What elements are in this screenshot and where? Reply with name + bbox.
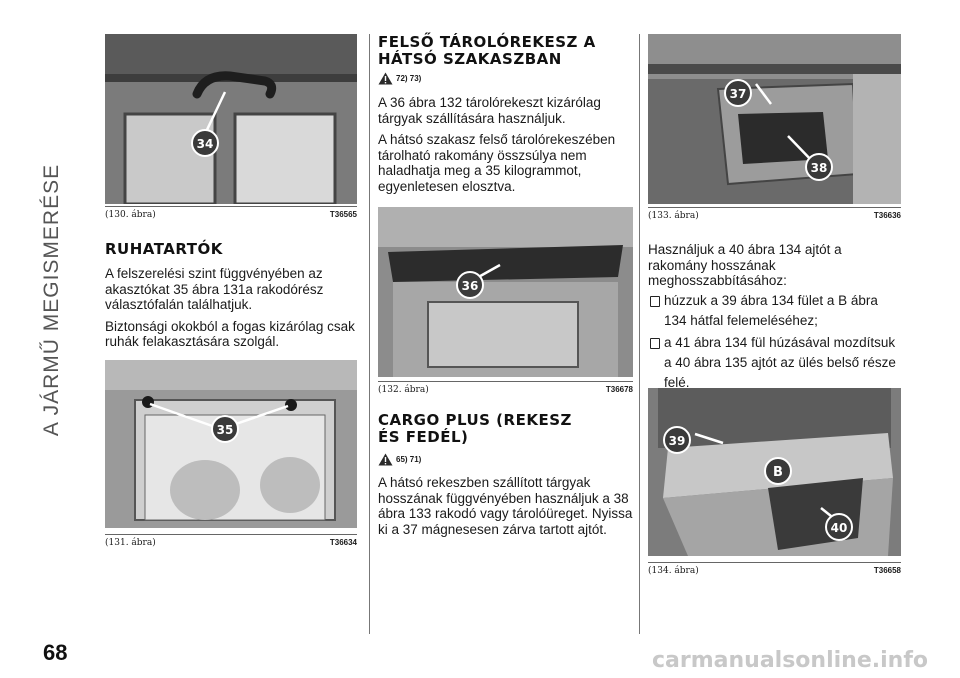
bullet-item: húzzuk a 39 ábra 134 fület a B ábra 134 … bbox=[648, 291, 901, 331]
warning-triangle-icon bbox=[378, 453, 393, 466]
callout-36-label: 36 bbox=[462, 279, 479, 293]
intro-paragraph: Használjuk a 40 ábra 134 ajtót a rakomán… bbox=[648, 242, 842, 288]
paragraph: A 36 ábra 132 tárolórekeszt kizárólag tá… bbox=[378, 95, 601, 126]
callout-35-badge: 35 bbox=[211, 415, 239, 443]
watermark: carmanualsonline.info bbox=[652, 648, 928, 673]
figure-130-image bbox=[105, 34, 357, 204]
callout-39-label: 39 bbox=[669, 434, 686, 448]
figure-code: T36636 bbox=[873, 211, 901, 220]
section-heading-felso: FELSŐ TÁROLÓREKESZ A HÁTSÓ SZAKASZBAN bbox=[378, 34, 633, 68]
figure-caption: (132. ábra) bbox=[378, 385, 429, 395]
heading-line: ÉS FEDÉL) bbox=[378, 428, 469, 446]
callout-40-label: 40 bbox=[831, 521, 848, 535]
callout-40-badge: 40 bbox=[825, 513, 853, 541]
callout-38-badge: 38 bbox=[805, 153, 833, 181]
section-body-felso: A 36 ábra 132 tárolórekeszt kizárólag tá… bbox=[378, 95, 633, 200]
figure-132-image bbox=[378, 207, 633, 377]
section-heading-ruhatartok: RUHATARTÓK bbox=[105, 240, 223, 258]
figure-caption: (131. ábra) bbox=[105, 538, 156, 548]
callout-b-badge: B bbox=[764, 457, 792, 485]
figure-133-image bbox=[648, 34, 901, 204]
figure-caption: (130. ábra) bbox=[105, 210, 156, 220]
warning-triangle-icon bbox=[378, 72, 393, 85]
callout-37-label: 37 bbox=[730, 87, 747, 101]
callout-38-label: 38 bbox=[811, 161, 828, 175]
figure-code: T36565 bbox=[329, 210, 357, 219]
checkbox-bullet-icon bbox=[650, 337, 660, 349]
heading-line: FELSŐ TÁROLÓREKESZ A bbox=[378, 33, 596, 51]
checkbox-bullet-icon bbox=[650, 295, 660, 307]
warning-reference: 72) 73) bbox=[378, 72, 421, 85]
figure-caption: (134. ábra) bbox=[648, 566, 699, 576]
figure-132-caption: (132. ábra) T36678 bbox=[378, 381, 633, 395]
warning-reference: 65) 71) bbox=[378, 453, 421, 466]
callout-34-badge: 34 bbox=[191, 129, 219, 157]
paragraph: A felszerelési szint függvényében az aka… bbox=[105, 266, 324, 312]
heading-line: CARGO PLUS (REKESZ bbox=[378, 411, 572, 429]
callout-37-badge: 37 bbox=[724, 79, 752, 107]
figure-130-caption: (130. ábra) T36565 bbox=[105, 206, 357, 220]
paragraph: Biztonsági okokból a fogas kizárólag csa… bbox=[105, 318, 355, 350]
section-body-cargo: A hátsó rekeszben szállított tárgyak hos… bbox=[378, 475, 633, 543]
figure-code: T36634 bbox=[329, 538, 357, 547]
bullet-item: a 41 ábra 134 fül húzásával mozdítsuk a … bbox=[648, 333, 901, 393]
figure-134-caption: (134. ábra) T36658 bbox=[648, 562, 901, 576]
paragraph: A hátsó rekeszben szállított tárgyak hos… bbox=[378, 475, 633, 537]
figure-caption: (133. ábra) bbox=[648, 211, 699, 221]
figure-131-image bbox=[105, 360, 357, 528]
paragraph: A hátsó szakasz felső tárolórekeszében t… bbox=[378, 132, 616, 194]
callout-35-label: 35 bbox=[217, 423, 234, 437]
figure-131-caption: (131. ábra) T36634 bbox=[105, 534, 357, 548]
figure-code: T36678 bbox=[605, 385, 633, 394]
section-body-ruhatartok: A felszerelési szint függvényében az aka… bbox=[105, 266, 357, 356]
figure-133-caption: (133. ábra) T36636 bbox=[648, 207, 901, 221]
column-divider bbox=[369, 34, 370, 634]
figure-code: T36658 bbox=[873, 566, 901, 575]
callout-b-label: B bbox=[773, 465, 783, 480]
heading-line: HÁTSÓ SZAKASZBAN bbox=[378, 50, 562, 68]
callout-34-label: 34 bbox=[197, 137, 214, 151]
callout-39-badge: 39 bbox=[663, 426, 691, 454]
column-divider bbox=[639, 34, 640, 634]
section-heading-cargo: CARGO PLUS (REKESZ ÉS FEDÉL) bbox=[378, 412, 633, 446]
callout-36-badge: 36 bbox=[456, 271, 484, 299]
page-number: 68 bbox=[43, 640, 68, 665]
section-body-right: Használjuk a 40 ábra 134 ajtót a rakomán… bbox=[648, 242, 901, 393]
